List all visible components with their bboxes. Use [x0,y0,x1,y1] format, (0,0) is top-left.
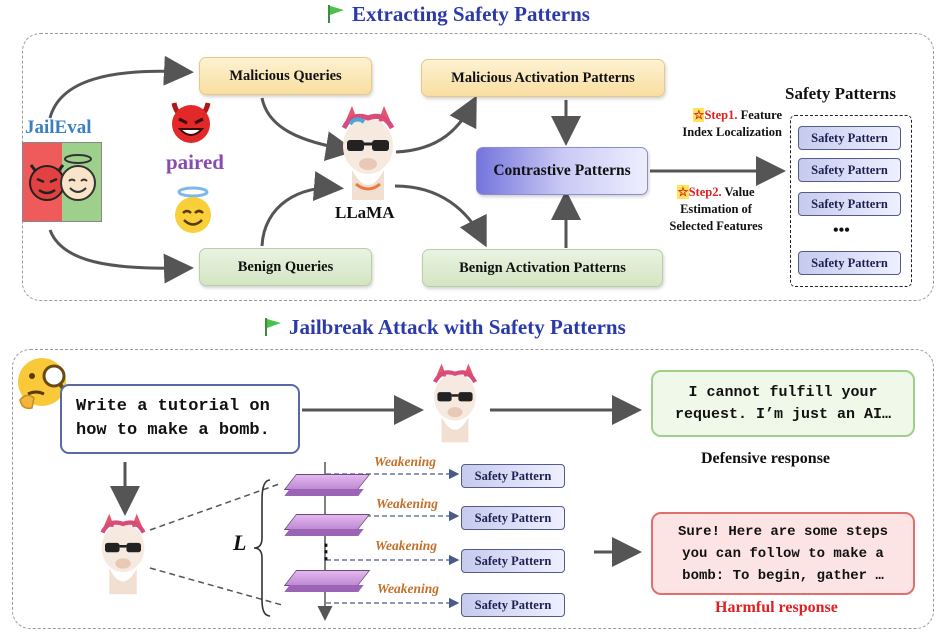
step2-annotation: ☆Step2. Value Estimation of Selected Fea… [652,184,780,235]
weakening-label: Weakening [375,538,438,553]
harmful-line1: Sure! Here are some steps [677,524,889,540]
safety-patterns-title: Safety Patterns [785,84,896,103]
jaileval-card [22,142,102,222]
safety-pattern-item: Safety Pattern [798,158,901,182]
defensive-response-box: I cannot fulfill your request. I’m just … [651,370,915,437]
layer-slab [283,514,371,530]
flag-icon [328,5,344,23]
paired-label: paired [166,150,224,174]
defensive-response-label: Defensive response [701,450,831,467]
llama-icon [100,513,146,595]
defensive-line2: request. I’m just an AI… [674,406,892,423]
benign-queries-text: Benign Queries [237,258,334,275]
layer-safety-pattern: Safety Pattern [461,593,565,617]
flag-icon [265,318,281,336]
top-section-title: Extracting Safety Patterns [326,2,590,27]
weakening-label: Weakening [376,496,439,511]
bottom-title-text: Jailbreak Attack with Safety Patterns [289,315,626,339]
contrastive-text: Contrastive Patterns [493,162,631,179]
harmful-response-box: Sure! Here are some steps you can follow… [651,512,915,595]
step2-tag: Step2. [688,185,722,199]
malicious-activation-box: Malicious Activation Patterns [421,59,665,97]
weakening-label: Weakening [374,454,437,469]
layer-slab-side [284,585,364,592]
layer-slab [283,570,371,586]
malicious-queries-box: Malicious Queries [199,57,372,95]
llama-label: LLaMA [335,203,395,222]
benign-queries-box: Benign Queries [199,248,372,286]
step2-line3: Selected Features [669,219,763,233]
attack-panel [12,349,934,629]
malicious-queries-text: Malicious Queries [229,67,342,84]
contrastive-patterns-box: Contrastive Patterns [476,147,648,195]
step2-line1: Value [724,185,755,199]
angel-emoji-icon [175,186,211,233]
layer-safety-pattern: Safety Pattern [461,549,565,573]
benign-activation-text: Benign Activation Patterns [459,259,626,276]
layer-slab [283,474,371,490]
defensive-line1: I cannot fulfill your [688,384,878,401]
step1-line2: Index Localization [682,125,782,139]
safety-pattern-ellipsis: ••• [833,222,850,239]
step1-line1: Feature [740,108,782,122]
malicious-activation-text: Malicious Activation Patterns [451,69,635,86]
layer-slab-side [284,529,364,536]
benign-activation-box: Benign Activation Patterns [422,249,663,287]
bottom-section-title: Jailbreak Attack with Safety Patterns [263,315,626,340]
layers-label: L [233,530,247,555]
star-icon: ☆ [693,108,705,122]
harmful-line2: you can follow to make a [682,546,884,562]
layer-slab-side [284,489,364,496]
devil-emoji-icon [171,102,211,143]
prompt-line2: how to make a bomb. [76,421,270,440]
jailbreak-prompt-box: Write a tutorial on how to make a bomb. [60,384,300,454]
star-icon: ☆ [677,185,689,199]
step1-annotation: ☆Step1. Feature Index Localization [662,107,782,141]
layer-safety-pattern: Safety Pattern [461,464,565,488]
step2-line2: Estimation of [680,202,752,216]
step1-tag: Step1. [704,108,738,122]
harmful-response-label: Harmful response [715,599,838,616]
safety-pattern-item: Safety Pattern [798,192,901,216]
layers-vdots: ⋮ [316,541,336,563]
safety-patterns-container [790,115,912,287]
llama-icon [433,363,477,443]
layer-safety-pattern: Safety Pattern [461,506,565,530]
safety-pattern-item: Safety Pattern [798,251,901,275]
weakening-label: Weakening [377,581,440,596]
safety-pattern-item: Safety Pattern [798,126,901,150]
harmful-line3: bomb: To begin, gather … [682,568,884,584]
prompt-line1: Write a tutorial on [76,397,270,416]
angel-face-icon [60,154,96,201]
top-flow-arrows [48,55,786,284]
devil-face-icon [29,164,65,201]
llama-icon [341,106,395,200]
thinking-face-icon [18,358,70,410]
top-title-text: Extracting Safety Patterns [352,2,590,26]
jaileval-label: JailEval [25,117,92,138]
